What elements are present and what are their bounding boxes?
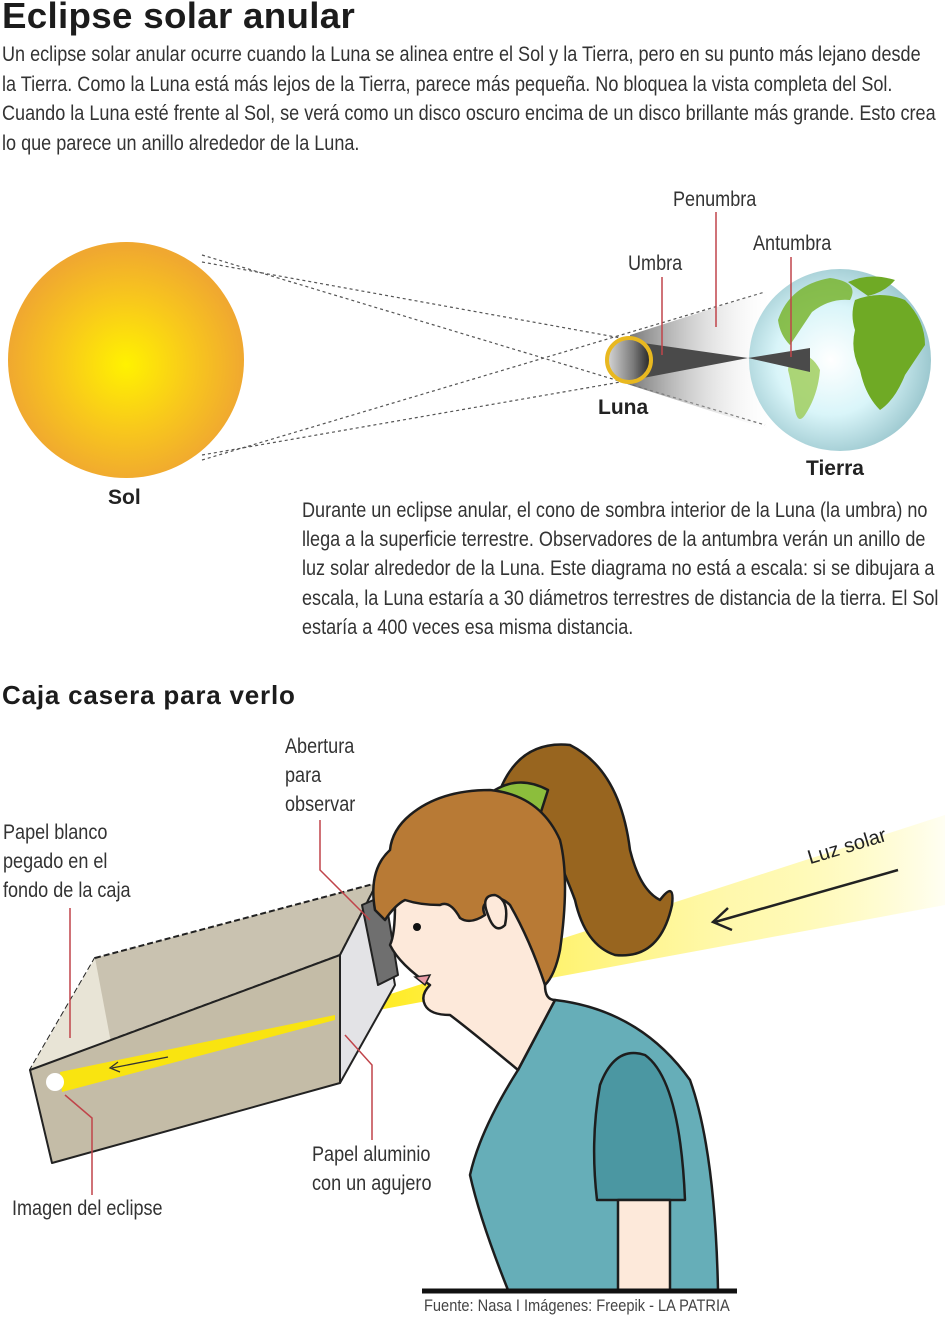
mouth xyxy=(413,974,432,987)
opening-label: Abertura para observar xyxy=(285,735,356,816)
eclipse-image-label: Imagen del eclipse xyxy=(12,1197,163,1220)
sun-label: Sol xyxy=(108,486,141,509)
girl-illustration xyxy=(372,743,720,1292)
source-credit: Fuente: Nasa I Imágenes: Freepik - LA PA… xyxy=(424,1296,730,1315)
box-light-beam xyxy=(60,1015,335,1092)
pinhole-box xyxy=(29,882,399,1164)
earth-globe xyxy=(749,269,931,451)
white-paper-label: Papel blanco pegado en el fondo de la ca… xyxy=(3,821,131,902)
umbra-label: Umbra xyxy=(628,252,683,275)
moon-disc xyxy=(605,336,653,384)
antumbra-cone xyxy=(748,348,810,372)
leader-lines xyxy=(661,212,792,357)
page-title: Eclipse solar anular xyxy=(2,0,356,36)
sun-disc xyxy=(8,242,244,478)
eye-icon xyxy=(413,923,421,931)
box-leader-lines xyxy=(64,820,373,1195)
foil-label: Papel aluminio con un agujero xyxy=(312,1143,432,1195)
ray-lines xyxy=(201,254,766,461)
section-title: Caja casera para verlo xyxy=(2,680,296,710)
eclipse-note: Durante un eclipse anular, el cono de so… xyxy=(302,499,939,639)
earth-label: Tierra xyxy=(806,457,864,480)
umbra-cone xyxy=(643,343,748,378)
inner-arrow-icon xyxy=(108,1056,169,1073)
eclipse-image-spot xyxy=(46,1073,64,1091)
moon-label: Luna xyxy=(598,396,649,419)
sunlight-arrow-icon xyxy=(710,868,899,932)
intro-paragraph: Un eclipse solar anular ocurre cuando la… xyxy=(2,43,936,155)
antumbra-label: Antumbra xyxy=(753,232,832,255)
penumbra-label: Penumbra xyxy=(673,188,757,211)
